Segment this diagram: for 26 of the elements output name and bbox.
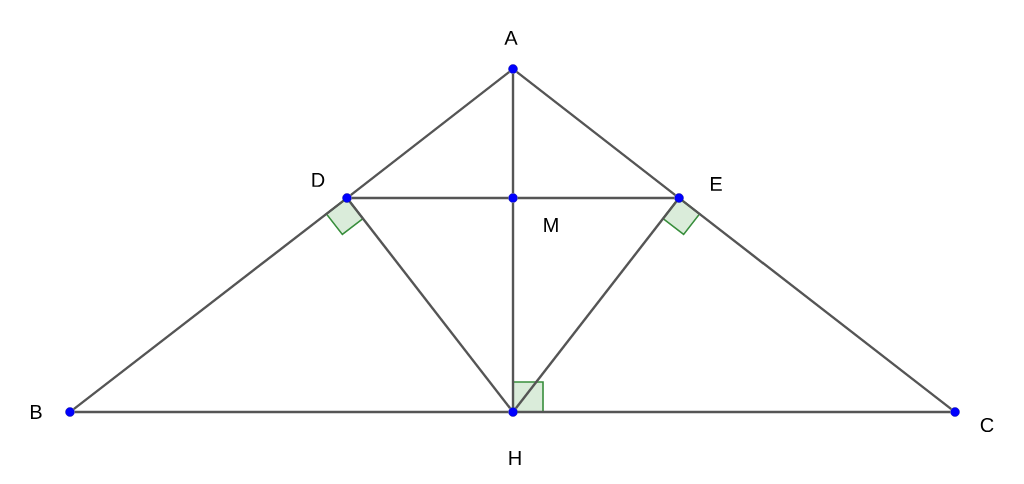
point: A [504, 31, 518, 74]
segment [74, 410, 509, 414]
node-label: M [544, 218, 558, 232]
segment [514, 200, 678, 409]
point: C [950, 407, 994, 433]
point: M [508, 193, 558, 232]
segment [511, 202, 515, 408]
node-label: D [312, 173, 325, 187]
point: D [312, 173, 352, 203]
node-label: E [710, 177, 722, 191]
segment [682, 199, 953, 411]
point: H [508, 407, 521, 465]
node-label: C [980, 417, 994, 433]
segment [516, 70, 677, 197]
segment [350, 70, 511, 197]
node-label: A [504, 31, 518, 45]
point: E [674, 177, 722, 203]
node-label: B [30, 405, 42, 419]
point: B [31, 405, 75, 419]
segment [511, 73, 515, 194]
segment [73, 199, 345, 411]
segment [351, 196, 509, 200]
segment [517, 196, 675, 200]
segment [517, 410, 951, 414]
segment [348, 200, 512, 409]
node-label: H [509, 451, 521, 465]
